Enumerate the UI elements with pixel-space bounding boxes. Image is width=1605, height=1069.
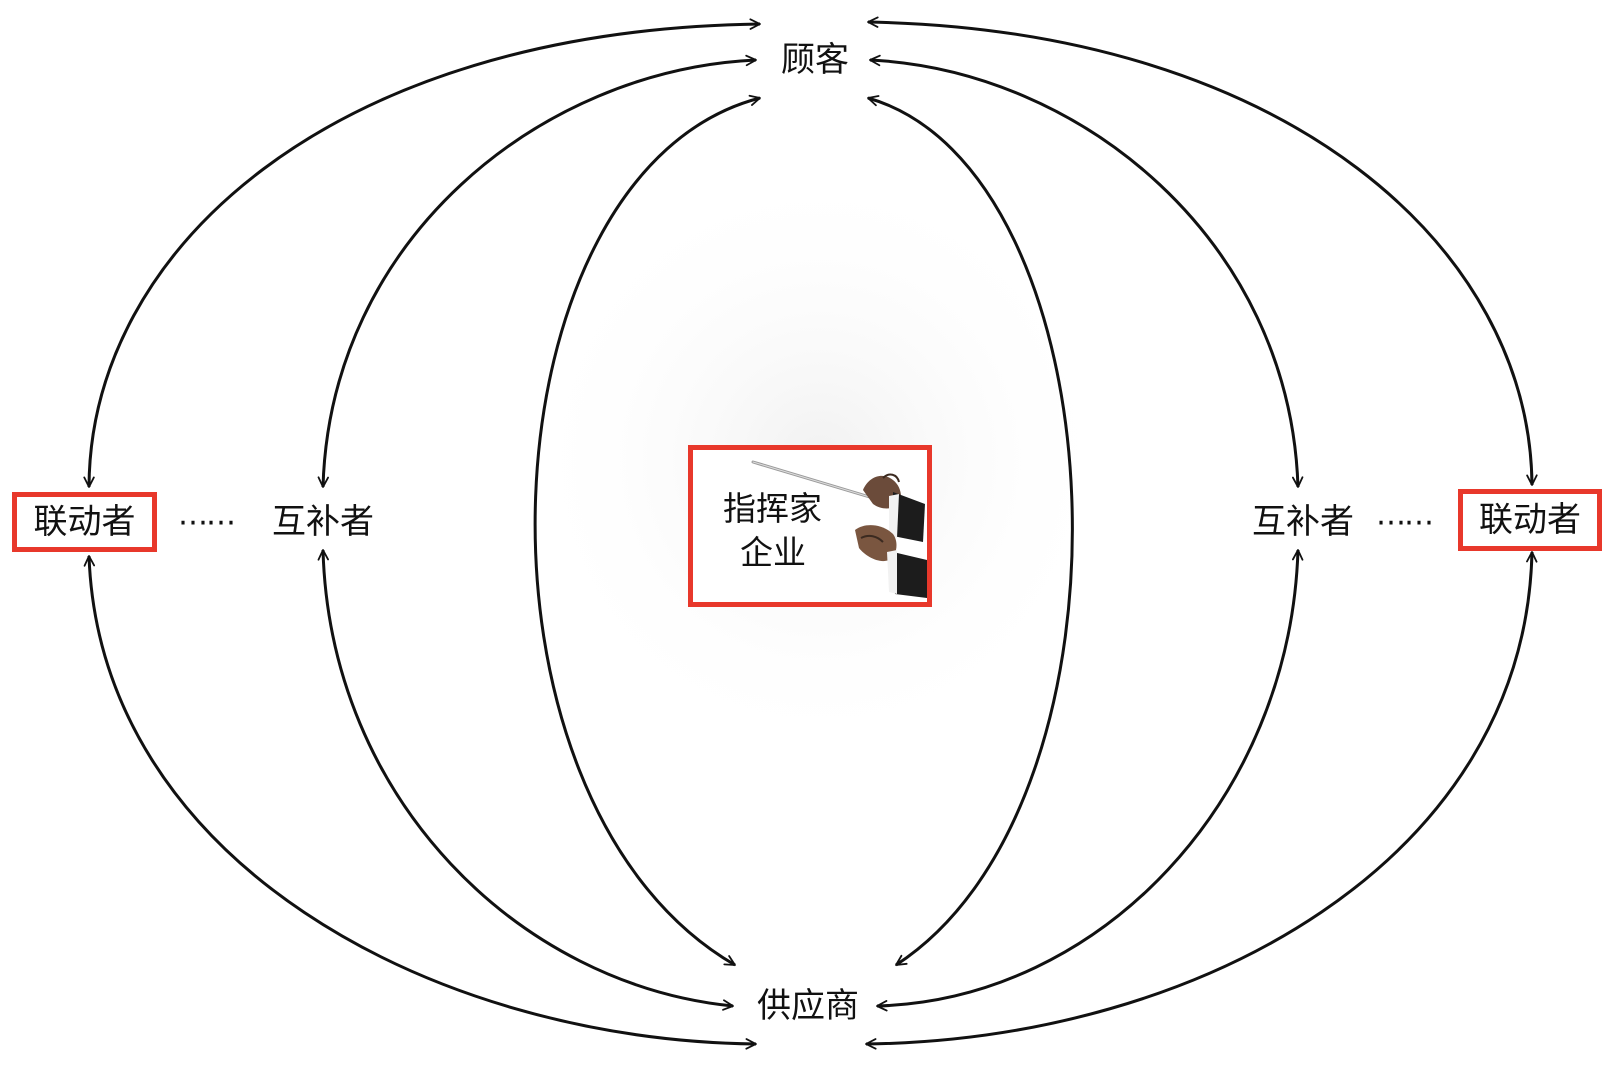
arrow-customer-supplier-left [533,94,761,967]
arrow-left-linker-to-customer [83,18,761,488]
left-linker-label: 联动者 [33,502,136,542]
supplier-label: 供应商 [757,986,859,1026]
right-linker-label: 联动者 [1479,500,1581,540]
right-ellipsis: …… [1376,497,1434,533]
arrow-left-linker-to-supplier [83,555,757,1050]
arrow-left-complementor-to-supplier [317,549,734,1011]
customer-label: 顾客 [781,40,849,80]
arrow-right-linker-to-supplier [865,551,1538,1050]
left-linker-box: 联动者 [12,492,157,552]
right-complementor-label: 互补者 [1252,502,1354,542]
arrow-right-linker-to-customer [867,16,1538,486]
right-linker-box: 联动者 [1458,489,1602,551]
left-ellipsis: …… [178,497,236,533]
center-label-line1: 指挥家 [723,489,822,528]
conductor-hands-icon [751,460,927,598]
conductor-enterprise-box: 指挥家 企业 [688,445,932,607]
left-complementor-label: 互补者 [272,502,374,542]
arrow-left-complementor-to-customer [317,54,757,488]
center-label-line2: 企业 [740,533,806,572]
